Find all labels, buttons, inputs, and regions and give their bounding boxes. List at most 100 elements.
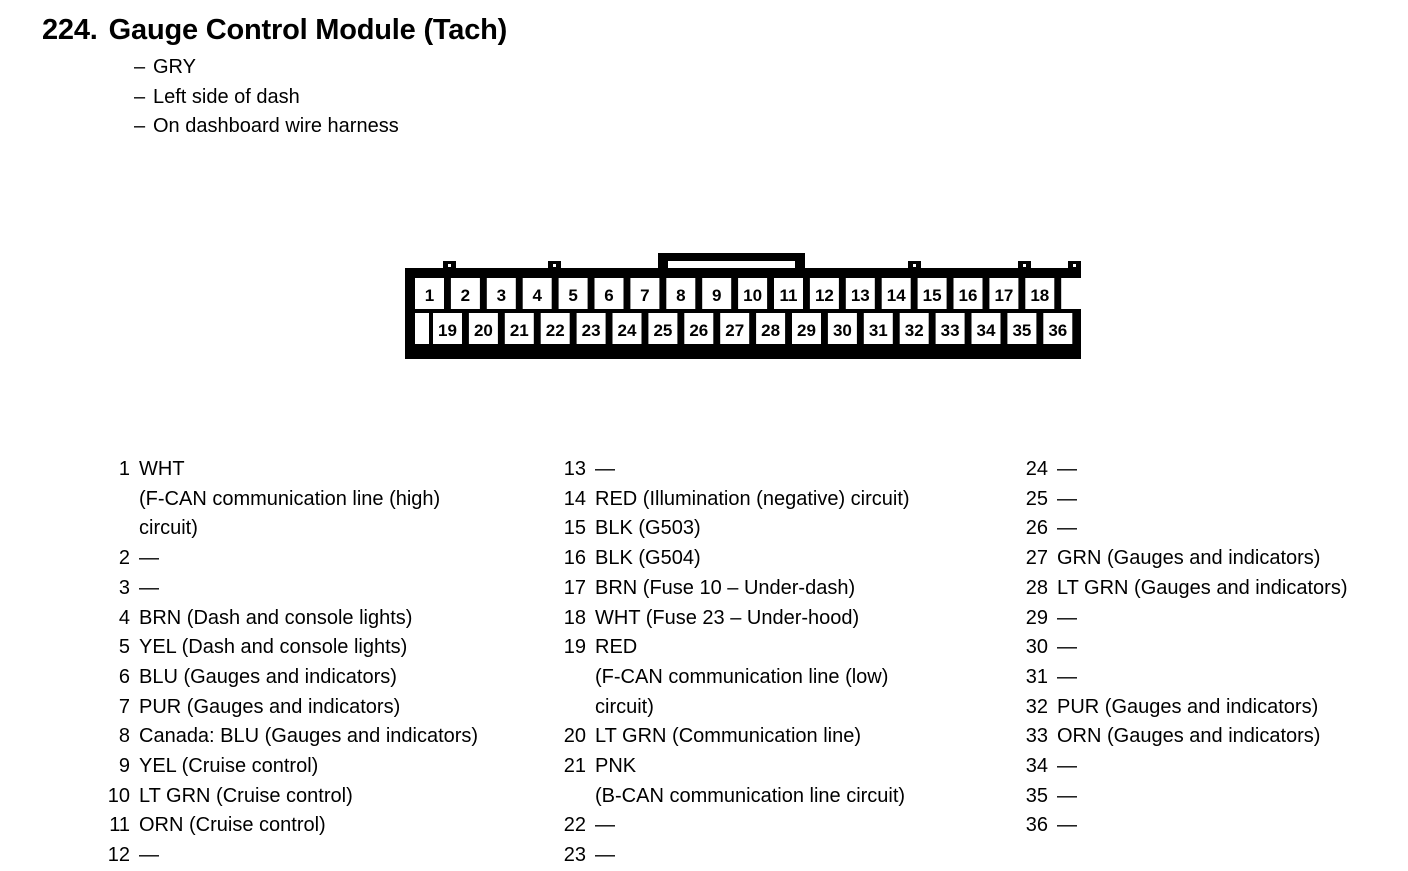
pin-number: 1 — [118, 458, 130, 480]
pin-number: 32 — [1025, 695, 1048, 718]
pin-description: — — [139, 576, 159, 599]
pin-description: — — [1057, 665, 1077, 688]
pin-description-continuation: circuit) — [595, 695, 654, 718]
pin-description: ORN (Gauges and indicators) — [1057, 725, 1321, 748]
page-title-text: Gauge Control Module (Tach) — [108, 14, 508, 46]
pin-number: 21 — [563, 755, 586, 778]
pin-number: 29 — [1025, 606, 1048, 629]
connector-tab-hole — [553, 264, 556, 267]
header-block: 224.Gauge Control Module (Tach) –GRY –Le… — [42, 12, 842, 142]
pin-cavity-label: 15 — [923, 286, 942, 305]
pin-description: — — [1057, 755, 1077, 778]
pin-cavity-label: 7 — [640, 286, 649, 305]
pin-description: RED (Illumination (negative) circuit) — [595, 487, 910, 510]
pin-cavity-label: 16 — [959, 286, 978, 305]
pin-number: 25 — [1025, 487, 1048, 510]
pin-description: — — [1057, 487, 1077, 510]
pin-cavity-label: 35 — [1012, 321, 1031, 340]
pin-cavity-label: 19 — [438, 321, 457, 340]
pin-number: 33 — [1025, 725, 1048, 748]
pin-description: — — [1057, 814, 1077, 837]
pin-cavity — [935, 313, 965, 344]
pin-cavity-label: 25 — [653, 321, 672, 340]
pin-number: 24 — [1025, 458, 1048, 480]
pin-number: 5 — [118, 636, 130, 659]
pin-description-continuation: (B-CAN communication line circuit) — [595, 784, 906, 807]
pin-cavity-label: 24 — [618, 321, 637, 340]
pin-number: 2 — [118, 547, 130, 570]
latch-bar — [658, 253, 805, 261]
pin-description: GRN (Gauges and indicators) — [1057, 547, 1321, 570]
pin-cavity-label: 20 — [474, 321, 493, 340]
pin-cavity — [540, 313, 570, 344]
pin-cavity-label: 13 — [851, 286, 870, 305]
pin-cavity-label: 10 — [743, 286, 762, 305]
pin-number: 13 — [563, 458, 586, 480]
pin-description: BLK (G503) — [595, 517, 701, 540]
pin-description: BLK (G504) — [595, 547, 701, 570]
pin-cavity — [989, 278, 1019, 309]
pin-cavity — [917, 278, 947, 309]
pin-cavity-label: 26 — [689, 321, 708, 340]
bullet-dash-icon: – — [134, 85, 146, 108]
pin-cavity — [720, 313, 750, 344]
connector-tab-hole — [1073, 264, 1076, 267]
pin-row: 8 Canada: BLU (Gauges and indicators) — [104, 722, 544, 752]
pin-number: 23 — [563, 844, 586, 867]
pin-cavity-label: 28 — [761, 321, 780, 340]
pin-cavity-label: 12 — [815, 286, 834, 305]
pin-cavity — [738, 278, 768, 309]
pin-cavity — [756, 313, 786, 344]
pin-cavity — [594, 278, 624, 309]
pin-description-continuation: circuit) — [139, 517, 198, 540]
pin-cavity — [504, 313, 534, 344]
connector-detail-list: –GRY –Left side of dash –On dashboard wi… — [42, 53, 842, 142]
pin-cavity — [792, 313, 821, 344]
pin-description: — — [139, 547, 159, 570]
pin-row: 35— — [1022, 782, 1402, 812]
pin-number: 17 — [563, 576, 586, 599]
pin-description: Canada: BLU (Gauges and indicators) — [139, 725, 479, 748]
pin-row: 25 — — [1022, 485, 1402, 515]
connector-tab-hole — [1023, 264, 1026, 267]
pin-cavity-label: 18 — [1030, 286, 1049, 305]
pin-number: 8 — [118, 725, 130, 748]
pin-cavity-label: 11 — [780, 286, 798, 305]
pin-number: 19 — [563, 636, 586, 659]
pin-number: 28 — [1025, 576, 1048, 599]
connector-detail-text: On dashboard wire harness — [153, 115, 399, 137]
pin-number: 31 — [1025, 665, 1048, 688]
pin-number: 3 — [118, 576, 130, 599]
pin-cavity — [433, 313, 462, 344]
pin-description: PUR (Gauges and indicators) — [1057, 695, 1319, 718]
pin-cavity-label: 17 — [994, 286, 1013, 305]
pin-cavity — [863, 313, 893, 344]
pin-cavity-label: 22 — [546, 321, 565, 340]
pin-row: 13— — [560, 455, 1000, 485]
pin-number: 35 — [1025, 784, 1048, 807]
pin-number: 11 — [109, 814, 130, 837]
connector-detail-item: –GRY — [42, 53, 842, 83]
pin-number: 30 — [1025, 636, 1048, 659]
connector-detail-item: –On dashboard wire harness — [42, 112, 842, 142]
pin-cavity — [486, 278, 516, 309]
pin-number: 16 — [563, 547, 586, 570]
pin-cavity-label: 21 — [510, 321, 529, 340]
pin-row: 34— — [1022, 752, 1402, 782]
pin-description: WHT(F-CAN communication line (high)circu… — [139, 455, 440, 544]
pin-cavity-label: 34 — [977, 321, 996, 340]
pin-cavity-blank — [1061, 278, 1081, 309]
pin-description: — — [139, 844, 159, 867]
pin-cavity — [899, 313, 929, 344]
pin-number: 18 — [563, 606, 586, 629]
pin-cavity — [684, 313, 714, 344]
pin-cavity — [845, 278, 875, 309]
